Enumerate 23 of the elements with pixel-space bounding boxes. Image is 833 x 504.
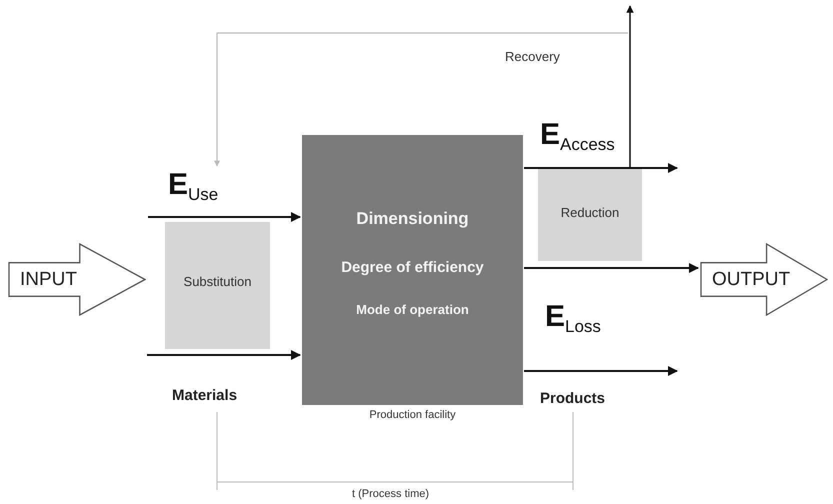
arrow <box>626 5 634 168</box>
energy-symbol: E$_{Use}$ <box>168 170 218 210</box>
energy-symbol: E$_{Access}$ <box>540 118 615 155</box>
edge-label: Recovery <box>505 49 560 64</box>
input-arrow: INPUT <box>8 243 146 316</box>
process-box <box>302 135 523 405</box>
arrow <box>524 163 678 173</box>
arrow <box>214 32 628 167</box>
caption-text: Production facility <box>369 409 456 421</box>
flow-label: Products <box>540 391 606 408</box>
arrow <box>524 263 699 273</box>
flow-label: Materials <box>172 388 238 404</box>
box-heading: Dimensioning <box>356 209 469 229</box>
arrow <box>148 212 301 222</box>
box-text: Mode of operation <box>356 302 469 317</box>
arrow <box>524 366 678 376</box>
arrow <box>147 350 301 360</box>
reduction-box: Reduction <box>538 168 642 261</box>
dimension-label: t (Process time) <box>352 488 430 500</box>
output-arrow: OUTPUT <box>700 243 828 316</box>
box-text: Degree of efficiency <box>341 259 484 276</box>
substitution-box: Substitution <box>165 222 270 349</box>
energy-symbol: E$_{Loss}$ <box>545 300 601 337</box>
